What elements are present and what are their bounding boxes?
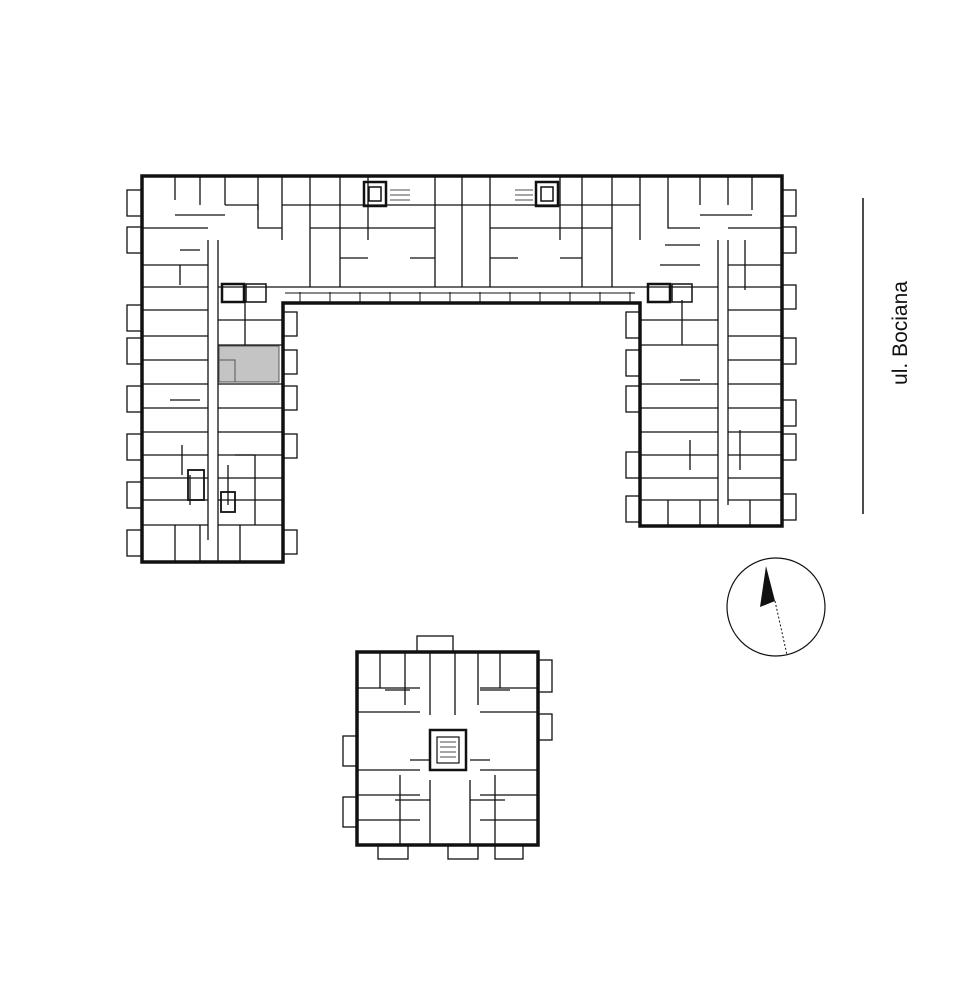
- north-wing-rooms: [174, 176, 753, 302]
- street-label: ul. Bociana: [889, 281, 912, 385]
- highlighted-apartment[interactable]: [218, 345, 280, 383]
- corridor-walls-inner: [207, 240, 729, 540]
- balcony: [416, 635, 454, 653]
- square-building-outline: [355, 650, 540, 847]
- square-building: [342, 635, 553, 860]
- staircase: [220, 180, 693, 304]
- east-wing-rooms: [640, 227, 782, 526]
- u-shaped-building: [126, 174, 797, 564]
- balconies: [126, 189, 797, 557]
- corridor-walls: [217, 240, 719, 562]
- central-staircase: [428, 728, 468, 772]
- west-wing-rooms: [142, 227, 283, 562]
- north-arrow-icon: [726, 557, 826, 657]
